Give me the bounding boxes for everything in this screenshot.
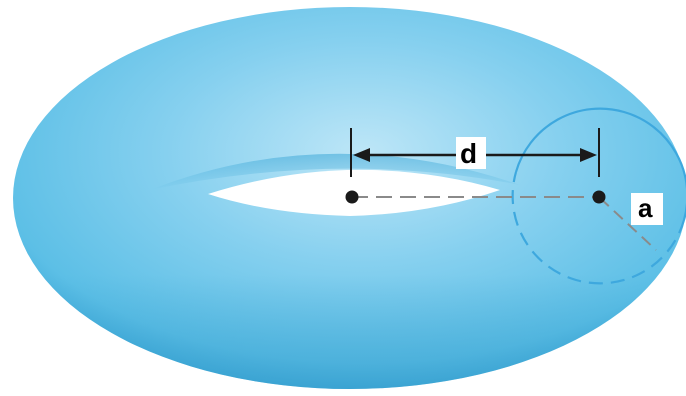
label-d-background	[456, 137, 486, 169]
label-d: d	[460, 138, 477, 169]
dimension-arrowhead-left	[353, 148, 370, 162]
torus-center-point	[345, 190, 359, 204]
tube-center-point	[592, 190, 606, 204]
tube-radius-dashed-line	[599, 197, 657, 251]
label-a: a	[638, 193, 653, 223]
torus-inner-shadow	[150, 153, 520, 190]
label-a-background	[631, 193, 663, 225]
cross-section-circle-dashed	[511, 171, 686, 285]
dimension-arrowhead-right	[580, 148, 597, 162]
